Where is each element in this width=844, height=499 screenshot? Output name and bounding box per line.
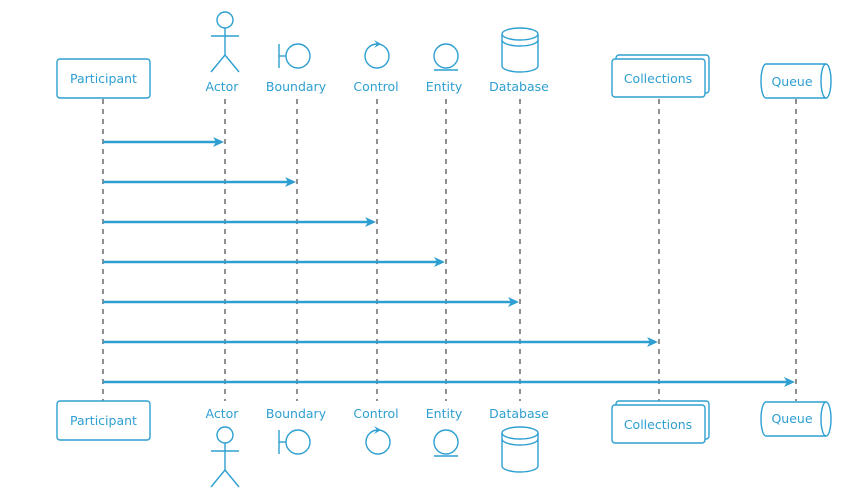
control-icon	[365, 426, 391, 455]
actor-bottom: Actor	[206, 406, 240, 488]
participant-label: Participant	[70, 71, 137, 86]
control-icon	[364, 40, 390, 69]
queue-top: Queue	[760, 63, 832, 99]
entity-icon	[433, 429, 459, 457]
lifelines	[102, 99, 797, 401]
collections-label: Collections	[624, 71, 692, 86]
database-label: Database	[489, 79, 549, 94]
boundary-bottom: Boundary	[266, 406, 327, 455]
actor-icon	[210, 11, 240, 73]
participant-bottom: Participant	[56, 400, 151, 441]
collections-top: Collections	[611, 54, 710, 98]
database-bottom: Database	[489, 406, 549, 473]
actor-label: Actor	[206, 406, 240, 421]
control-label: Control	[353, 79, 398, 94]
entity-bottom: Entity	[426, 406, 463, 457]
boundary-icon	[278, 43, 311, 69]
queue-bottom: Queue	[760, 401, 832, 437]
participant-top: Participant	[56, 58, 151, 99]
control-top: Control	[353, 40, 399, 94]
actor-icon	[210, 426, 240, 488]
message-to-queue	[103, 377, 795, 387]
message-to-database	[103, 297, 519, 307]
entity-top: Entity	[426, 43, 463, 94]
control-bottom: Control	[353, 406, 399, 455]
control-label: Control	[353, 406, 398, 421]
database-label: Database	[489, 406, 549, 421]
entity-label: Entity	[426, 406, 463, 421]
collections-bottom: Collections	[611, 400, 710, 444]
database-icon	[501, 27, 539, 73]
entity-label: Entity	[426, 79, 463, 94]
boundary-label: Boundary	[266, 79, 327, 94]
boundary-icon	[278, 429, 311, 455]
message-to-boundary	[103, 177, 296, 187]
message-to-control	[103, 217, 376, 227]
collections-box-front	[611, 58, 706, 98]
database-icon	[501, 426, 539, 473]
queue-label: Queue	[771, 411, 812, 426]
actor-top: Actor	[206, 11, 240, 94]
participant-label: Participant	[70, 413, 137, 428]
collections-box-front	[611, 404, 706, 444]
collections-label: Collections	[624, 417, 692, 432]
message-to-actor	[103, 137, 224, 147]
database-top: Database	[489, 27, 549, 94]
queue-label: Queue	[771, 74, 812, 89]
boundary-label: Boundary	[266, 406, 327, 421]
boundary-top: Boundary	[266, 43, 327, 94]
message-to-entity	[103, 257, 445, 267]
messages	[103, 137, 795, 387]
entity-icon	[433, 43, 459, 71]
actor-label: Actor	[206, 79, 240, 94]
participant-box	[56, 58, 151, 99]
participant-box	[56, 400, 151, 441]
message-to-collections	[103, 337, 658, 347]
